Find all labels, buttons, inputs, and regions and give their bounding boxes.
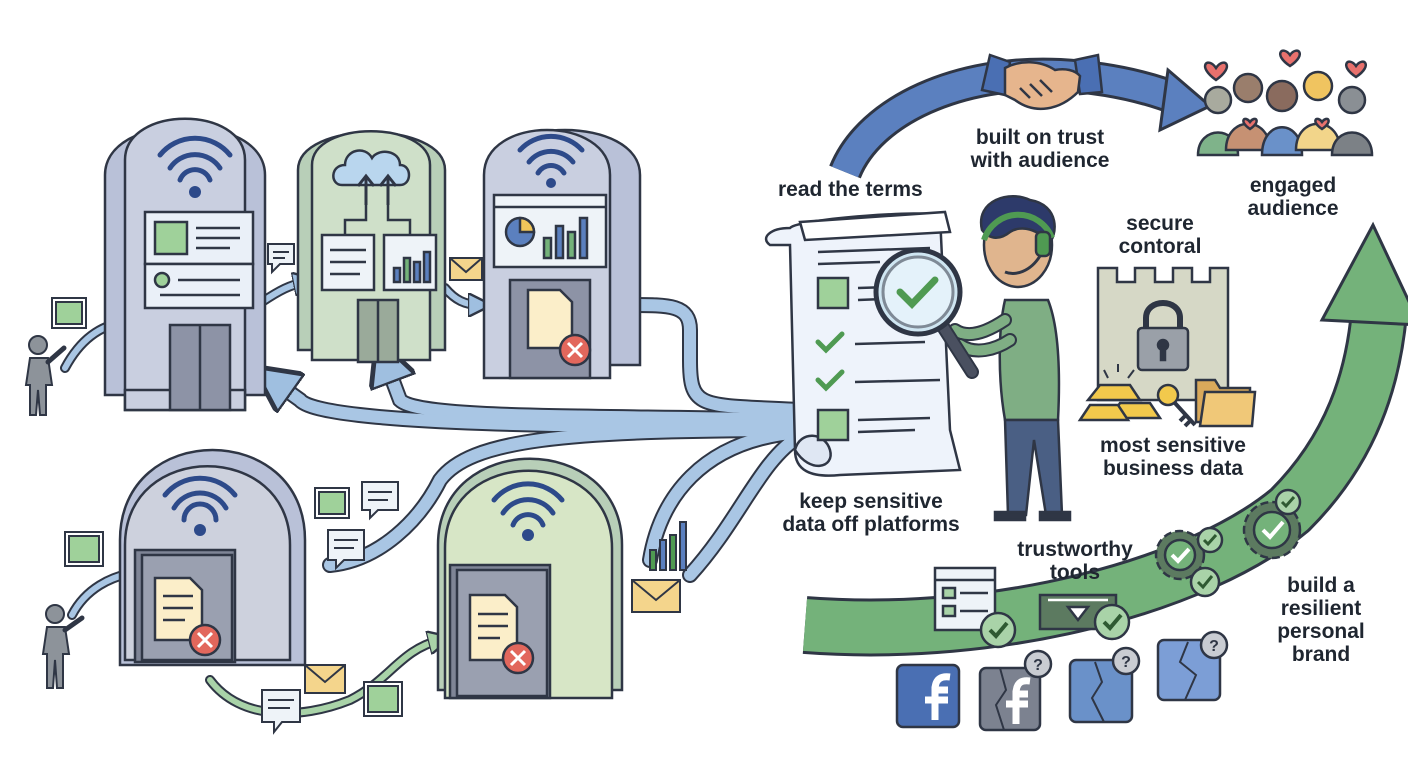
chat-bubble-icon <box>327 529 365 571</box>
chat-bubble-icon <box>261 689 301 735</box>
checkmark-icon <box>815 331 845 354</box>
checkmark-icon <box>896 276 939 310</box>
locked-dome-left <box>118 448 307 667</box>
label-keep-data-off: keep sensitive data off platforms <box>782 490 960 536</box>
checkmark-icon <box>815 369 845 392</box>
envelope-icon <box>631 579 681 613</box>
wifi-icon <box>491 481 565 528</box>
gear-check-icons <box>1154 488 1302 598</box>
broken-social-icon <box>1068 658 1134 724</box>
envelope-icon <box>304 664 346 694</box>
document-icon <box>526 288 574 350</box>
bar-chart-icon <box>649 521 687 571</box>
trustworthy-tools <box>933 566 1131 649</box>
wifi-icon <box>157 135 233 183</box>
key-icon <box>1156 383 1197 428</box>
magnifier-icon <box>873 247 979 379</box>
label-engaged-audience: engaged audience <box>1247 174 1339 220</box>
gold-bars-icon <box>1077 383 1163 422</box>
image-icon <box>153 220 189 256</box>
heart-icon <box>1203 49 1367 131</box>
pie-chart-icon <box>504 216 536 248</box>
chat-bubble-icon <box>361 481 399 521</box>
chat-bubble-icon <box>267 243 295 275</box>
analytics-building <box>482 128 642 380</box>
audience-group <box>1196 49 1374 157</box>
locked-dome-green <box>436 457 624 700</box>
image-icon <box>64 531 104 567</box>
label-secure-control: secure contoral <box>1118 212 1202 258</box>
image-icon <box>363 681 403 717</box>
image-icon <box>816 408 850 442</box>
label-resilient-brand: build a resilient personal brand <box>1277 574 1365 666</box>
svg-text:?: ? <box>1209 638 1219 655</box>
checkmark-icon <box>1189 566 1221 598</box>
bar-chart-icon <box>542 216 589 260</box>
person-inspector <box>873 195 1072 522</box>
question-marks: ? ? ? <box>1033 638 1219 674</box>
broken-social-icon <box>895 663 961 729</box>
checkmark-icon <box>1196 526 1224 554</box>
pipe-network <box>272 297 808 583</box>
padlock-icon <box>1136 300 1190 372</box>
gear-check-icon <box>1154 529 1206 581</box>
label-built-on-trust: built on trust with audience <box>970 126 1110 172</box>
broken-social-icons <box>895 630 1229 732</box>
server-building-main <box>103 117 267 412</box>
label-read-terms: read the terms <box>778 178 923 201</box>
label-sensitive-business-data: most sensitive business data <box>1100 434 1246 480</box>
person-left-top <box>24 335 67 416</box>
broken-social-icon <box>978 666 1042 732</box>
folder-icon <box>1194 378 1257 428</box>
handshake-icon <box>980 53 1104 111</box>
checkmark-icon <box>1274 488 1302 516</box>
svg-text:?: ? <box>1033 657 1043 674</box>
floating-icons <box>51 243 687 735</box>
gear-check-icon <box>1242 500 1302 560</box>
bar-chart-icon <box>392 250 432 284</box>
checkmark-icon <box>1093 603 1131 641</box>
label-trustworthy-tools: trustworthy tools <box>1017 538 1133 584</box>
cloud-building <box>296 130 447 364</box>
svg-text:?: ? <box>1121 654 1131 671</box>
wifi-icon <box>162 475 238 523</box>
document-icon <box>468 593 519 662</box>
secure-vault <box>1077 266 1257 428</box>
image-icon <box>314 487 350 519</box>
question-icon <box>1199 630 1229 660</box>
image-icon <box>816 276 850 310</box>
image-icon <box>51 297 87 329</box>
checkmark-icon <box>979 611 1017 649</box>
person-left-bottom <box>41 604 85 689</box>
question-icon <box>1023 649 1053 679</box>
cloud-upload-icon <box>332 149 411 205</box>
wifi-icon <box>517 133 585 176</box>
envelope-icon <box>449 257 483 281</box>
question-icon <box>1111 646 1141 676</box>
